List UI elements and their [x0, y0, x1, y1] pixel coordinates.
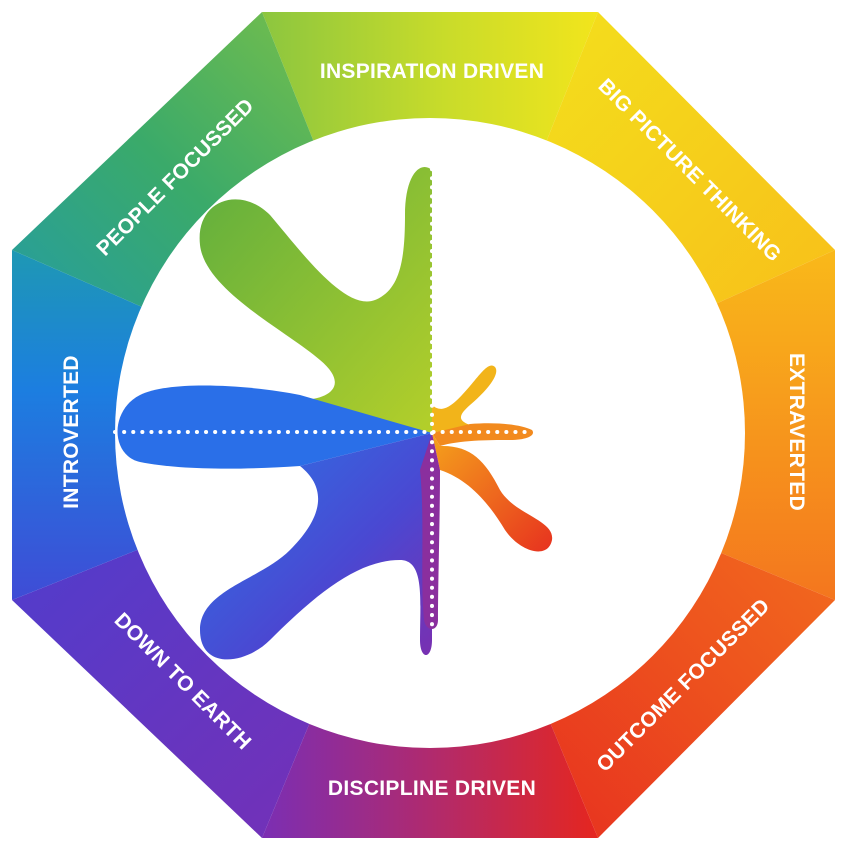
label-introverted: INTROVERTED: [60, 355, 83, 509]
splash-lobe-left: [117, 385, 432, 469]
splash-finger-right: [432, 423, 534, 446]
splash-stem-bottom: [420, 433, 440, 629]
splash-lobe-bottom-left: [200, 433, 432, 660]
splash-finger-top-right: [432, 365, 497, 433]
label-extraverted: EXTRAVERTED: [785, 353, 808, 511]
splash-drop-bottom-right: [432, 433, 553, 552]
splash-lobe-top-left: [199, 167, 432, 433]
label-discipline-driven: DISCIPLINE DRIVEN: [328, 777, 536, 800]
paint-splash: [117, 167, 553, 660]
label-inspiration-driven: INSPIRATION DRIVEN: [320, 60, 544, 83]
